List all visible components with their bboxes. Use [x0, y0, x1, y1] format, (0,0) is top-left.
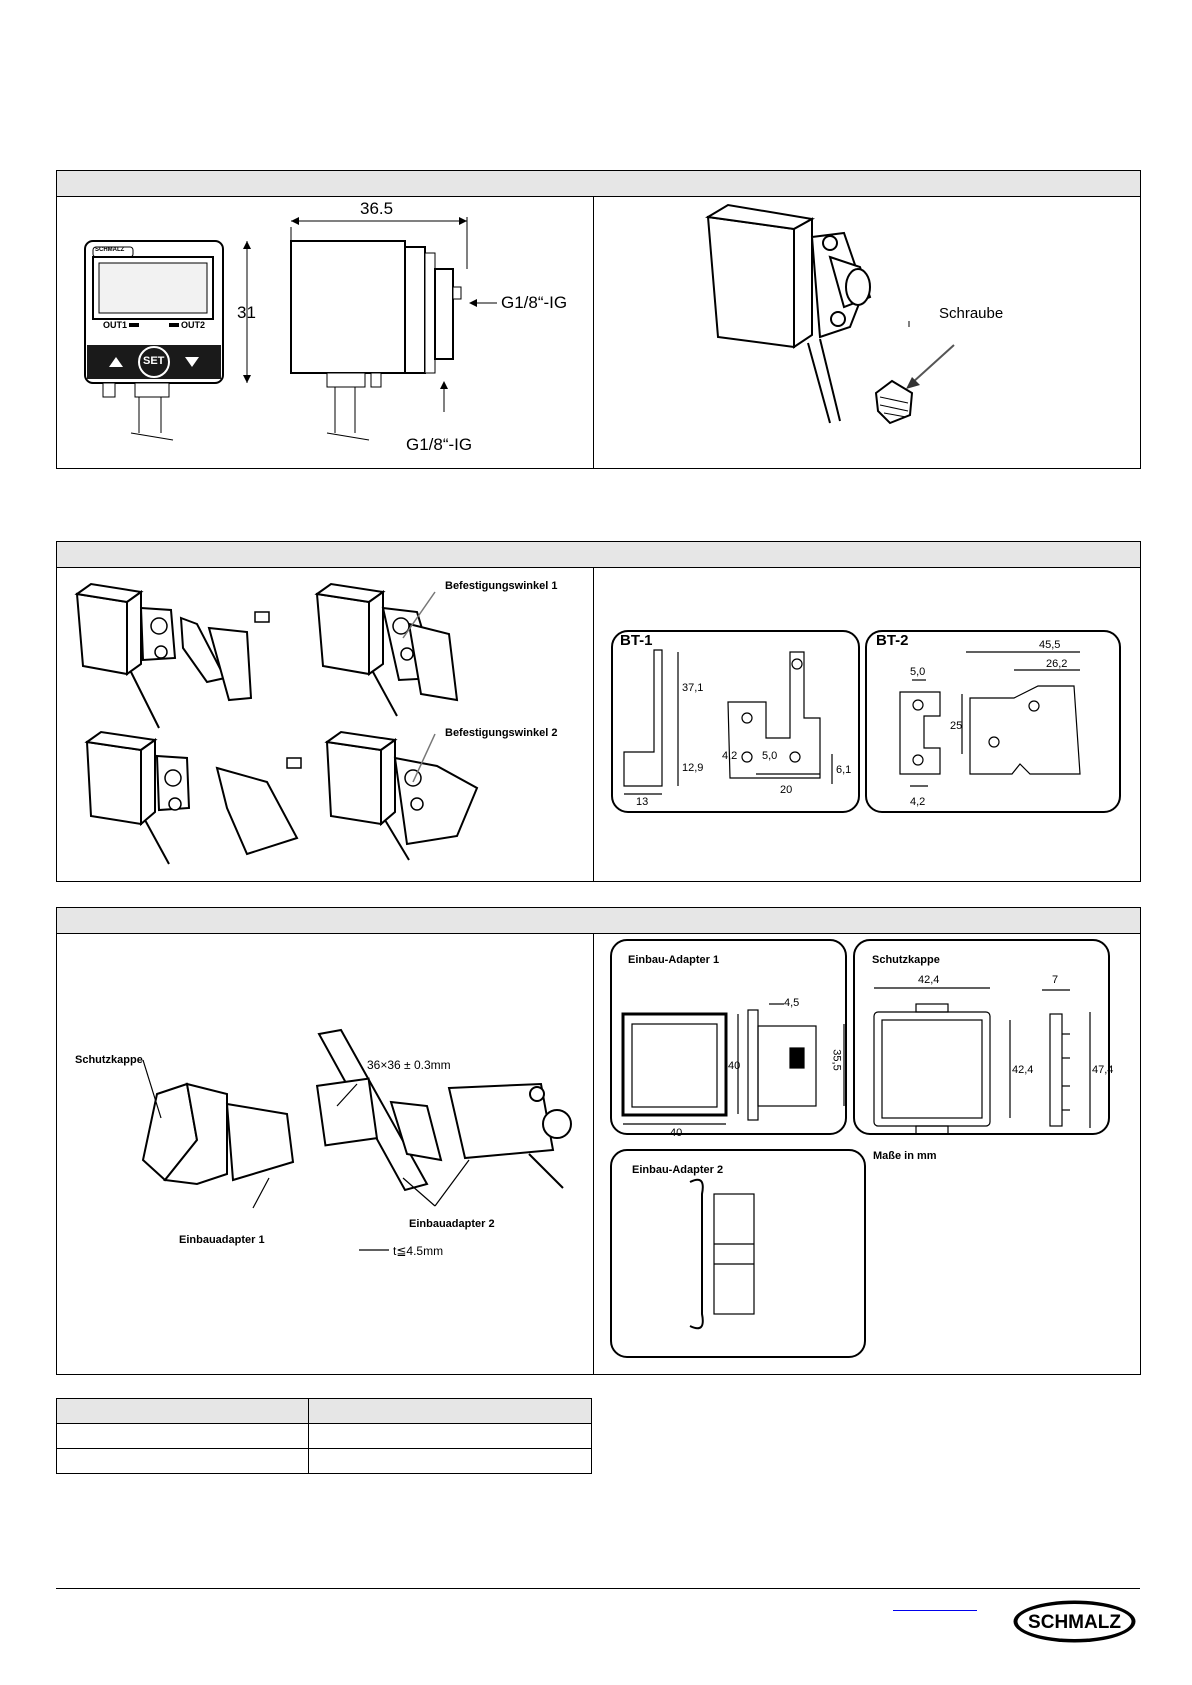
screw-label: Schraube [939, 305, 1004, 322]
device-logo: SCHMALZ [95, 247, 125, 253]
bt1-dim: 20 [780, 784, 793, 796]
set-button-label: SET [143, 355, 165, 367]
bt2-dim: 45,5 [1039, 639, 1061, 651]
panel-mount-exploded-drawing: Schutzkappe 36×36 ± 0.3mm Einbauadapter … [57, 934, 593, 1375]
bt2-dim: 25 [950, 720, 963, 732]
port-side-label: G1/8“-IG [501, 293, 568, 312]
bt2-dim: 26,2 [1046, 658, 1068, 670]
footer-link[interactable] [893, 1610, 977, 1611]
section-panel-mount: Schutzkappe 36×36 ± 0.3mm Einbauadapter … [56, 907, 1141, 1375]
section-header [57, 171, 1140, 197]
table-header-row [56, 1398, 592, 1424]
height-dimension: 31 [237, 303, 256, 322]
cap-dim: 7 [1052, 974, 1059, 986]
cap-dim: 42,4 [1012, 1064, 1034, 1076]
cap-title: Schutzkappe [872, 954, 940, 966]
bt1-dim: 4,2 [722, 750, 738, 762]
adapter-1-dim: 40 [670, 1127, 683, 1139]
bracket-1-label: Befestigungswinkel 1 [445, 580, 558, 592]
out2-label: OUT2 [181, 320, 206, 330]
section-dimensions: SCHMALZ OUT1 OUT2 SET 36.5 31 G1/8“-IG G… [56, 170, 1141, 469]
adapter-1-title: Einbau-Adapter 1 [628, 954, 720, 966]
table-row [56, 1423, 592, 1449]
footer-divider [56, 1588, 1140, 1589]
bt2-dim: 4,2 [910, 796, 926, 808]
cap-dim: 42,4 [918, 974, 940, 986]
bt1-dim: 5,0 [762, 750, 778, 762]
section-header [57, 542, 1140, 568]
screw-drawing: Schraube [594, 197, 1140, 469]
bracket-dimension-drawings: BT-1 BT-2 37,1 12,9 13 4,2 5,0 20 6,1 45… [594, 568, 1140, 882]
section-header [57, 908, 1140, 934]
bracket-2-label: Befestigungswinkel 2 [445, 727, 558, 739]
cap-label: Schutzkappe [75, 1054, 143, 1066]
units-note: Maße in mm [873, 1150, 937, 1162]
bt1-dim: 12,9 [682, 762, 704, 774]
section-mounting-brackets: Befestigungswinkel 1 Befestigungswinkel … [56, 541, 1141, 882]
bt1-dim: 6,1 [836, 764, 852, 776]
cap-dim: 47,4 [1092, 1064, 1114, 1076]
port-bottom-label: G1/8“-IG [406, 435, 473, 454]
bt1-dim: 37,1 [682, 682, 704, 694]
adapter-1-label: Einbauadapter 1 [179, 1234, 265, 1246]
adapter-1-dim: 35,5 [830, 1049, 843, 1071]
thickness-label: t≦4.5mm [393, 1244, 444, 1258]
table-row [56, 1448, 592, 1474]
adapter-2-title: Einbau-Adapter 2 [632, 1164, 724, 1176]
adapter-1-dim: 4,5 [784, 997, 800, 1009]
panel-cutout-label: 36×36 ± 0.3mm [367, 1058, 451, 1072]
bt1-title: BT-1 [620, 632, 653, 649]
adapter-dimension-drawings: Einbau-Adapter 1 4,5 40 35,5 40 Schutzka… [594, 934, 1140, 1375]
width-dimension: 36.5 [360, 199, 394, 218]
bracket-assembly-drawings: Befestigungswinkel 1 Befestigungswinkel … [57, 568, 593, 882]
adapter-1-dim: 40 [728, 1060, 741, 1072]
out1-label: OUT1 [103, 320, 128, 330]
device-dimension-drawing: SCHMALZ OUT1 OUT2 SET 36.5 31 G1/8“-IG G… [57, 197, 593, 469]
schmalz-logo: SCHMALZ [1012, 1599, 1137, 1644]
bt2-dim: 5,0 [910, 666, 926, 678]
bt2-title: BT-2 [876, 632, 909, 649]
adapter-2-label: Einbauadapter 2 [409, 1218, 495, 1230]
accessory-table [56, 1398, 592, 1474]
bt1-dim: 13 [636, 796, 649, 808]
logo-text: SCHMALZ [1028, 1612, 1121, 1633]
